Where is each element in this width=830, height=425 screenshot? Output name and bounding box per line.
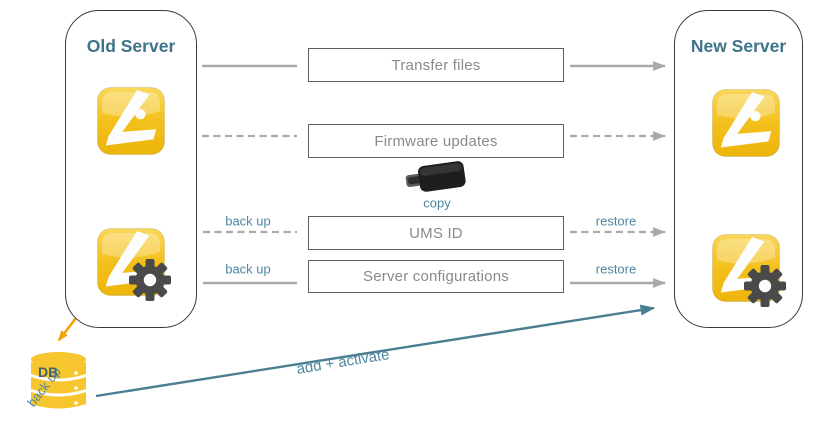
usb-stick-icon	[402, 158, 474, 198]
backup-label-ums: back up	[225, 213, 271, 229]
step-label: Transfer files	[391, 56, 481, 74]
restore-label-config: restore	[595, 261, 637, 277]
database-cylinder-icon: DB	[30, 351, 87, 419]
new-server-config-icon	[712, 234, 786, 307]
add-activate-label: add + activate	[295, 346, 391, 378]
restore-label-ums: restore	[595, 213, 637, 229]
db-label: DB	[38, 364, 59, 380]
step-label: Firmware updates	[374, 132, 498, 150]
step-label: Server configurations	[363, 268, 509, 285]
old-server-app-icon	[97, 87, 165, 155]
step-box-server-configurations: Server configurations	[308, 260, 564, 293]
step-label: UMS ID	[409, 224, 463, 242]
new-server-title: New Server	[690, 36, 787, 56]
backup-label-config: back up	[225, 261, 271, 277]
copy-label: copy	[423, 195, 451, 211]
gear-icon	[129, 259, 171, 301]
old-server-title: Old Server	[86, 36, 176, 56]
old-server-config-icon	[97, 228, 171, 301]
step-box-firmware-updates: Firmware updates	[308, 124, 564, 158]
new-server-app-icon	[712, 89, 780, 157]
step-box-ums-id: UMS ID	[308, 216, 564, 250]
gear-icon	[744, 265, 786, 307]
step-box-transfer-files: Transfer files	[308, 48, 564, 82]
igel-logo-icon	[97, 87, 165, 155]
igel-logo-icon	[712, 89, 780, 157]
